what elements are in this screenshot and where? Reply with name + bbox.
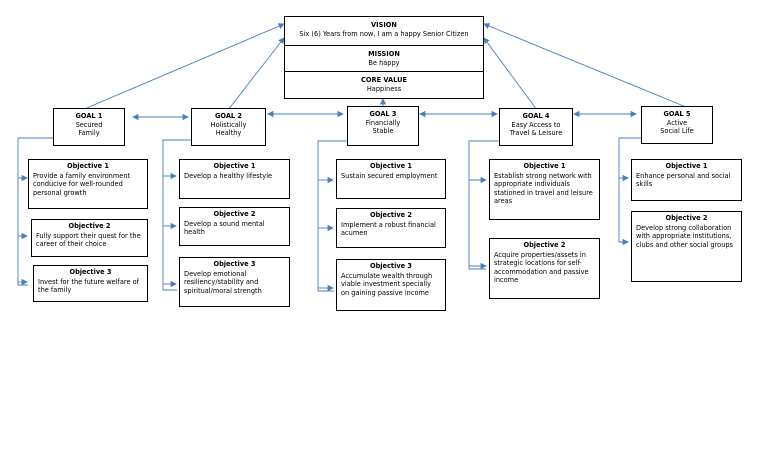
goal-5-box: GOAL 5 Active Social Life [641, 106, 713, 144]
objective-title: Objective 1 [66, 162, 110, 170]
goal-line-1: Holistically [210, 120, 247, 129]
objective-title: Objective 3 [69, 268, 112, 276]
goal-title: GOAL 2 [214, 112, 243, 120]
goal-1-objective-2: Objective 2 Fully support their quest fo… [31, 219, 148, 257]
objective-title: Objective 2 [523, 241, 566, 249]
vision-text: Six (6) Years from now, I am a happy Sen… [299, 29, 469, 38]
goal-3-objective-3: Objective 3 Accumulate wealth through vi… [336, 259, 446, 311]
objective-title: Objective 3 [369, 262, 413, 270]
objective-title: Objective 2 [68, 222, 111, 230]
objective-title: Objective 1 [665, 162, 708, 170]
goal-5-objective-1: Objective 1 Enhance personal and social … [631, 159, 742, 201]
goal-4-objective-1: Objective 1 Establish strong network wit… [489, 159, 600, 220]
goal4-to-vision-arrow [483, 37, 538, 111]
objective-text: Invest for the future welfare of the fam… [38, 277, 139, 295]
objective-text: Sustain secured employment [341, 171, 438, 180]
goal-1-box: GOAL 1 Secured Family [53, 108, 125, 146]
goal2-tree-line [162, 139, 191, 291]
objective-text: Acquire properties/assets in strategic l… [494, 250, 589, 285]
goal-title: GOAL 4 [522, 112, 550, 120]
objective-text: Develop a healthy lifestyle [184, 171, 273, 180]
goal-5-objective-2: Objective 2 Develop strong collaboration… [631, 211, 742, 282]
goal-3-objective-2: Objective 2 Implement a robust financial… [336, 208, 446, 248]
goal-2-objective-3: Objective 3 Develop emotional resiliency… [179, 257, 290, 307]
goal-line-1: Financially [365, 118, 401, 127]
goal-1-objective-3: Objective 3 Invest for the future welfar… [33, 265, 148, 302]
objective-text: Enhance personal and social skills [636, 171, 731, 189]
objective-text: Develop emotional resiliency/stability a… [184, 269, 262, 295]
goal-4-objective-2: Objective 2 Acquire properties/assets in… [489, 238, 600, 299]
goal3-tree-line [317, 140, 347, 292]
vision-box: VISION Six (6) Years from now, I am a ha… [284, 16, 484, 46]
goal-2-objective-2: Objective 2 Develop a sound mental healt… [179, 207, 290, 246]
objective-title: Objective 2 [213, 210, 256, 218]
goal2-to-vision-arrow [227, 37, 285, 111]
objective-text: Accumulate wealth through viable investm… [341, 271, 433, 297]
goal-line-2: Healthy [215, 129, 242, 138]
objective-text: Develop a sound mental health [184, 219, 265, 237]
goal-line-2: Travel & Leisure [509, 129, 563, 138]
objective-text: Establish strong network with appropriat… [494, 171, 593, 206]
core-value-box: CORE VALUE Happiness [284, 71, 484, 99]
core-value-text: Happiness [366, 84, 402, 93]
goal-line-2: Social Life [660, 127, 694, 136]
objective-text: Develop strong collaboration with approp… [636, 223, 733, 249]
goal5-to-vision-arrow [483, 23, 687, 108]
goal-line-1: Easy Access to [511, 120, 561, 129]
goal-title: GOAL 3 [369, 110, 397, 118]
goal4-tree-line [468, 140, 499, 270]
goal-1-objective-1: Objective 1 Provide a family environment… [28, 159, 148, 209]
objective-text: Implement a robust financial acumen [341, 220, 436, 238]
goal-4-box: GOAL 4 Easy Access to Travel & Leisure [499, 108, 573, 146]
objective-title: Objective 2 [665, 214, 708, 222]
goal-3-box: GOAL 3 Financially Stable [347, 106, 419, 146]
goal-2-box: GOAL 2 Holistically Healthy [191, 108, 266, 146]
goal-line-1: Active [666, 118, 688, 127]
objective-title: Objective 1 [523, 162, 566, 170]
objective-text: Fully support their quest for the career… [36, 231, 141, 249]
objective-title: Objective 1 [369, 162, 413, 170]
mission-text: Be happy [368, 58, 400, 67]
goal-2-objective-1: Objective 1 Develop a healthy lifestyle [179, 159, 290, 199]
goal-line-2: Family [78, 129, 100, 138]
goal-title: GOAL 1 [75, 112, 103, 120]
objective-text: Provide a family environment conducive f… [33, 171, 131, 197]
goal-line-1: Secured [75, 120, 103, 129]
goal1-to-vision-arrow [81, 23, 285, 111]
goal-3-objective-1: Objective 1 Sustain secured employment [336, 159, 446, 199]
core-value-title: CORE VALUE [361, 76, 407, 84]
mission-title: MISSION [368, 50, 400, 58]
goal-line-2: Stable [372, 127, 394, 136]
objective-title: Objective 2 [369, 211, 413, 219]
vision-title: VISION [371, 21, 397, 29]
objective-title: Objective 3 [213, 260, 256, 268]
mission-box: MISSION Be happy [284, 45, 484, 72]
objective-title: Objective 1 [213, 162, 256, 170]
goal-title: GOAL 5 [663, 110, 691, 118]
